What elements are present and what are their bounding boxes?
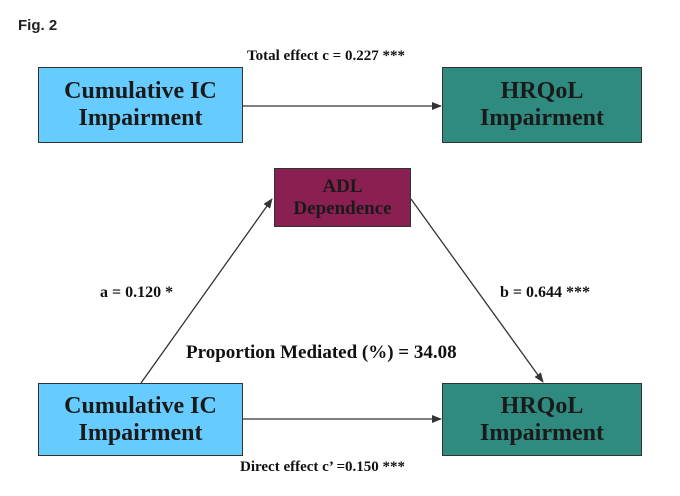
direct-effect-label: Direct effect c’ =0.150 ***	[240, 459, 405, 475]
box-line-1: Cumulative IC	[64, 392, 217, 419]
box-line-2: Impairment	[480, 105, 604, 131]
path-b-label: b = 0.644 ***	[500, 284, 591, 301]
figure-label: Fig. 2	[18, 17, 58, 34]
hrqol-impairment-box-top: HRQoL Impairment	[442, 67, 642, 143]
proportion-mediated-label: Proportion Mediated (%) = 34.08	[186, 342, 457, 363]
box-line-2: Impairment	[78, 105, 203, 131]
box-line-2: Dependence	[293, 197, 392, 219]
box-line-1: Cumulative IC	[64, 78, 217, 105]
box-line-1: ADL	[322, 176, 363, 198]
hrqol-impairment-box-bottom: HRQoL Impairment	[442, 383, 642, 456]
path-a-arrow	[140, 198, 273, 384]
adl-dependence-box: ADL Dependence	[274, 168, 411, 227]
box-line-1: HRQoL	[500, 392, 584, 419]
path-a-label: a = 0.120 *	[100, 284, 174, 301]
path-b-arrow	[410, 198, 544, 383]
box-line-1: HRQoL	[500, 78, 584, 105]
box-line-2: Impairment	[78, 419, 203, 446]
box-line-2: Impairment	[480, 419, 604, 446]
total-effect-label: Total effect c = 0.227 ***	[247, 48, 405, 64]
cumulative-ic-impairment-box-top: Cumulative IC Impairment	[38, 67, 243, 143]
cumulative-ic-impairment-box-bottom: Cumulative IC Impairment	[38, 383, 243, 456]
